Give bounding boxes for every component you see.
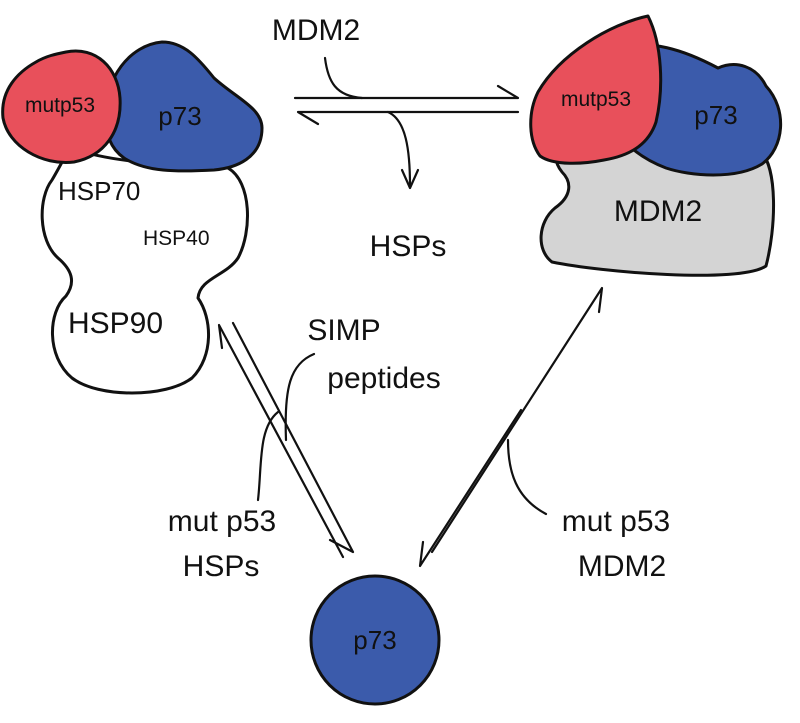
right-mdm2-reagent-label: MDM2 (578, 550, 666, 583)
right-up-harpoon (430, 286, 604, 554)
hsps-exit-arrowhead (400, 168, 420, 190)
hsp40-label: HSP40 (143, 227, 210, 250)
free-p73: p73 (309, 574, 441, 706)
left-hsps-label: HSPs (183, 550, 260, 583)
top-mdm2-label: MDM2 (272, 14, 360, 47)
free-p73-label: p73 (353, 625, 396, 655)
right-mut-p53-label: mut p53 (562, 505, 670, 538)
simp-label: SIMP (307, 314, 380, 347)
peptides-label: peptides (327, 362, 440, 395)
right-mutp53-label: mutp53 (561, 88, 631, 111)
top-hsps-label: HSPs (370, 230, 447, 263)
reverse-harpoon (296, 110, 520, 126)
right-mdm2-complex: mutp53 p73 MDM2 (529, 14, 782, 277)
left-p73-subunit (104, 40, 264, 173)
free-p73-circle (309, 574, 441, 706)
right-mutp53-subunit (529, 14, 663, 165)
left-p73-label: p73 (158, 101, 201, 131)
left-hsp-complex: mutp53 p73 HSP70 HSP40 HSP90 (1, 40, 264, 395)
left-mutp53-label: mutp53 (25, 94, 95, 117)
left-up-harpoon (217, 323, 345, 559)
right-mdm2-label: MDM2 (614, 195, 702, 228)
right-equilibrium-arrows: mut p53 MDM2 (418, 286, 670, 583)
left-down-harpoon (231, 321, 355, 554)
left-equilibrium-arrows: SIMP peptides mut p53 HSPs (168, 314, 441, 583)
right-down-harpoon (418, 408, 523, 568)
top-equilibrium-arrows: MDM2 HSPs (272, 14, 520, 263)
right-p73-label: p73 (694, 100, 737, 130)
right-mutp53-mdm2-entry-curve (506, 438, 548, 516)
hsp90-label: HSP90 (68, 307, 163, 340)
hsp-chaperone-shape (40, 146, 249, 395)
mdm2-entry-curve (323, 56, 364, 100)
forward-harpoon (293, 84, 520, 100)
hsp70-label: HSP70 (58, 176, 140, 206)
simp-peptides-entry-curve (284, 352, 316, 442)
left-mut-p53-label: mut p53 (168, 505, 276, 538)
left-mutp53-subunit (1, 49, 122, 165)
left-mutp53-hsps-exit-curve (256, 410, 280, 502)
hsps-exit-curve (386, 110, 412, 188)
